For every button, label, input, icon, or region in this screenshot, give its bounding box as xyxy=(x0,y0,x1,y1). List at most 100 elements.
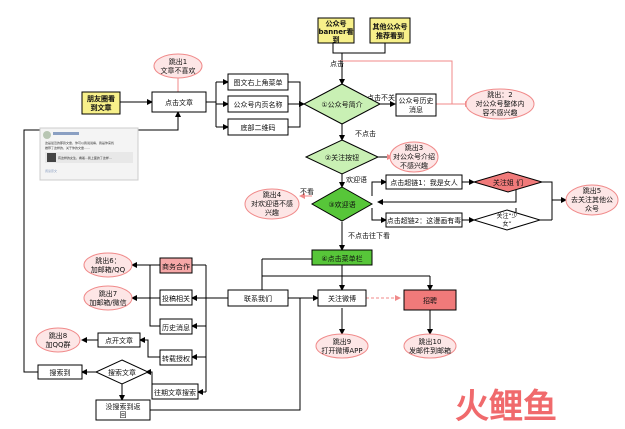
box-search-found: 搜索到 xyxy=(37,364,83,380)
box-past-search: 往期文章搜索 xyxy=(151,383,199,400)
svg-text:搜索到: 搜索到 xyxy=(50,368,71,377)
svg-text:加邮箱/微信: 加邮箱/微信 xyxy=(89,298,126,307)
svg-text:历史消息: 历史消息 xyxy=(162,323,190,332)
exit-2: 跳出：2 对公众号整体内 容不感兴趣 xyxy=(465,88,535,120)
svg-text:跳出8: 跳出8 xyxy=(49,331,67,340)
svg-text:对公众号整体内: 对公众号整体内 xyxy=(476,99,525,108)
box-click-article: 点击文章 xyxy=(151,91,207,113)
diamond-search-article: 搜索文章 xyxy=(94,359,150,385)
svg-text:跳出10: 跳出10 xyxy=(419,337,442,346)
diamond-follow-sisters: 关注姐 们 xyxy=(472,171,544,193)
svg-text:跳出7: 跳出7 xyxy=(99,289,117,298)
box-reprint: 转载授权 xyxy=(159,349,193,366)
watermark-logo: 火鲤鱼 xyxy=(455,387,557,427)
exit-10: 跳出10 发邮件到邮箱 xyxy=(403,333,457,359)
box-bottom-qr: 底部二维码 xyxy=(227,118,289,136)
svg-text:跳出1: 跳出1 xyxy=(169,57,187,66)
svg-text:④点击菜单栏: ④点击菜单栏 xyxy=(321,254,362,263)
box-not-found: 没搜索到返 回 xyxy=(95,399,151,421)
svg-text:对公众号介绍: 对公众号介绍 xyxy=(393,152,435,161)
diamond-follow: ②关注按钮 xyxy=(304,139,380,175)
svg-text:对欢迎语不感: 对欢迎语不感 xyxy=(251,199,293,208)
svg-text:没搜索到返: 没搜索到返 xyxy=(106,402,141,411)
svg-text:联系我们: 联系我们 xyxy=(244,294,272,303)
box-weibo: 关注微博 xyxy=(317,289,367,307)
svg-text:容不感兴趣: 容不感兴趣 xyxy=(483,108,518,117)
svg-text:阅读原文: 阅读原文 xyxy=(45,168,57,173)
edges xyxy=(23,43,567,411)
svg-text:关注“少: 关注“少 xyxy=(496,212,517,220)
svg-text:跳出3: 跳出3 xyxy=(405,143,423,152)
source-other-recommend: 其他公众号 推荐看到 xyxy=(369,17,411,44)
svg-text:跳出5: 跳出5 xyxy=(583,186,601,195)
svg-text:加邮箱/QQ: 加邮箱/QQ xyxy=(91,265,126,274)
svg-text:回: 回 xyxy=(120,411,127,419)
svg-text:跳出4: 跳出4 xyxy=(263,190,282,199)
svg-text:有这样的女生，看着...我上面的了这样...: 有这样的女生，看着...我上面的了这样... xyxy=(58,155,112,160)
avatar xyxy=(43,131,51,139)
diamond-intro: ①公众号简介 xyxy=(302,83,382,125)
svg-text:点击文章: 点击文章 xyxy=(165,98,193,107)
svg-text:点击超链1：我是女人: 点击超链1：我是女人 xyxy=(390,178,457,187)
source-friend-circle: 朋友圈看 到文章 xyxy=(81,91,121,115)
svg-text:跳出9: 跳出9 xyxy=(333,337,351,346)
edge-label-no-look: 不看 xyxy=(300,188,314,196)
exit-3: 跳出3 对公众号介绍 不感兴趣 xyxy=(389,141,439,173)
box-business: 商务合作 xyxy=(159,257,193,274)
edge-label-no-click: 不点击 xyxy=(355,129,376,138)
svg-text:到: 到 xyxy=(333,35,340,44)
exit-7: 跳出7 加邮箱/微信 xyxy=(83,285,133,311)
svg-text:跳出6：: 跳出6： xyxy=(95,256,120,265)
svg-text:点击超链2：这漫画有毒: 点击超链2：这漫画有毒 xyxy=(387,216,461,225)
box-inner-name: 公众号内页名称 xyxy=(227,95,289,113)
svg-text:商务合作: 商务合作 xyxy=(162,262,190,271)
svg-text:打开微博APP: 打开微博APP xyxy=(321,346,362,355)
edge-label-welcome: 欢迎语 xyxy=(346,175,367,184)
svg-text:兴趣: 兴趣 xyxy=(265,208,279,217)
svg-text:投稿相关: 投稿相关 xyxy=(162,294,190,303)
svg-text:文章不喜欢: 文章不喜欢 xyxy=(161,66,196,75)
box-history: 历史消息 xyxy=(159,318,193,335)
svg-text:不感兴趣: 不感兴趣 xyxy=(400,161,428,170)
svg-text:推荐了这样的，关于你的文章……: 推荐了这样的，关于你的文章…… xyxy=(45,145,90,150)
svg-text:②关注按钮: ②关注按钮 xyxy=(325,153,359,162)
svg-text:公众号: 公众号 xyxy=(326,19,347,28)
svg-text:③欢迎语: ③欢迎语 xyxy=(328,200,355,209)
source-banner: 公众号 banner看 到 xyxy=(317,17,355,44)
svg-text:推荐看到: 推荐看到 xyxy=(376,31,404,40)
svg-text:加QQ群: 加QQ群 xyxy=(45,340,70,349)
box-corner-menu: 图文右上角菜单 xyxy=(227,73,289,91)
exit-8: 跳出8 加QQ群 xyxy=(35,327,81,353)
svg-text:①公众号简介: ①公众号简介 xyxy=(321,100,362,109)
watermark-brand: 火鲤鱼 xyxy=(455,387,557,427)
svg-text:朋友圈看: 朋友圈看 xyxy=(86,94,115,103)
svg-text:公众号历史: 公众号历史 xyxy=(399,96,434,105)
svg-text:女”: 女” xyxy=(502,220,511,228)
box-menu: ④点击菜单栏 xyxy=(311,249,373,266)
diamond-follow-shao: 关注“少 女” xyxy=(472,209,542,231)
svg-text:关注姐 们: 关注姐 们 xyxy=(493,178,523,187)
svg-text:跳出：2: 跳出：2 xyxy=(487,90,512,99)
svg-text:发邮件到邮箱: 发邮件到邮箱 xyxy=(409,346,451,355)
exit-6: 跳出6： 加邮箱/QQ xyxy=(83,252,133,278)
svg-text:去关注其他公: 去关注其他公 xyxy=(571,195,613,204)
edge-label-no-click-down: 不点击往下看 xyxy=(348,231,390,240)
box-submit: 投稿相关 xyxy=(159,289,193,306)
svg-text:公众号内页名称: 公众号内页名称 xyxy=(234,100,283,109)
svg-text:这是最近的那篇文章，你可以我说说嘛，我是你来找: 这是最近的那篇文章，你可以我说说嘛，我是你来找 xyxy=(45,140,114,145)
svg-text:图文右上角菜单: 图文右上角菜单 xyxy=(234,78,283,87)
svg-text:转载授权: 转载授权 xyxy=(162,354,190,363)
svg-text:众号: 众号 xyxy=(585,205,599,213)
svg-text:搜索文章: 搜索文章 xyxy=(108,368,136,377)
svg-text:往期文章搜索: 往期文章搜索 xyxy=(154,388,196,397)
edge-label-click-no-follow: 点击不关注 xyxy=(367,93,402,102)
box-contact: 联系我们 xyxy=(227,289,289,307)
svg-text:底部二维码: 底部二维码 xyxy=(241,123,276,132)
exit-9: 跳出9 打开微博APP xyxy=(315,333,369,359)
exit-1: 跳出1 文章不喜欢 xyxy=(153,53,203,79)
edge-label-click: 点击 xyxy=(330,59,344,68)
svg-text:招聘: 招聘 xyxy=(423,296,437,305)
svg-text:点开文章: 点开文章 xyxy=(105,336,133,345)
exit-4: 跳出4 对欢迎语不感 兴趣 xyxy=(244,188,300,220)
svg-text:消息: 消息 xyxy=(409,105,423,114)
